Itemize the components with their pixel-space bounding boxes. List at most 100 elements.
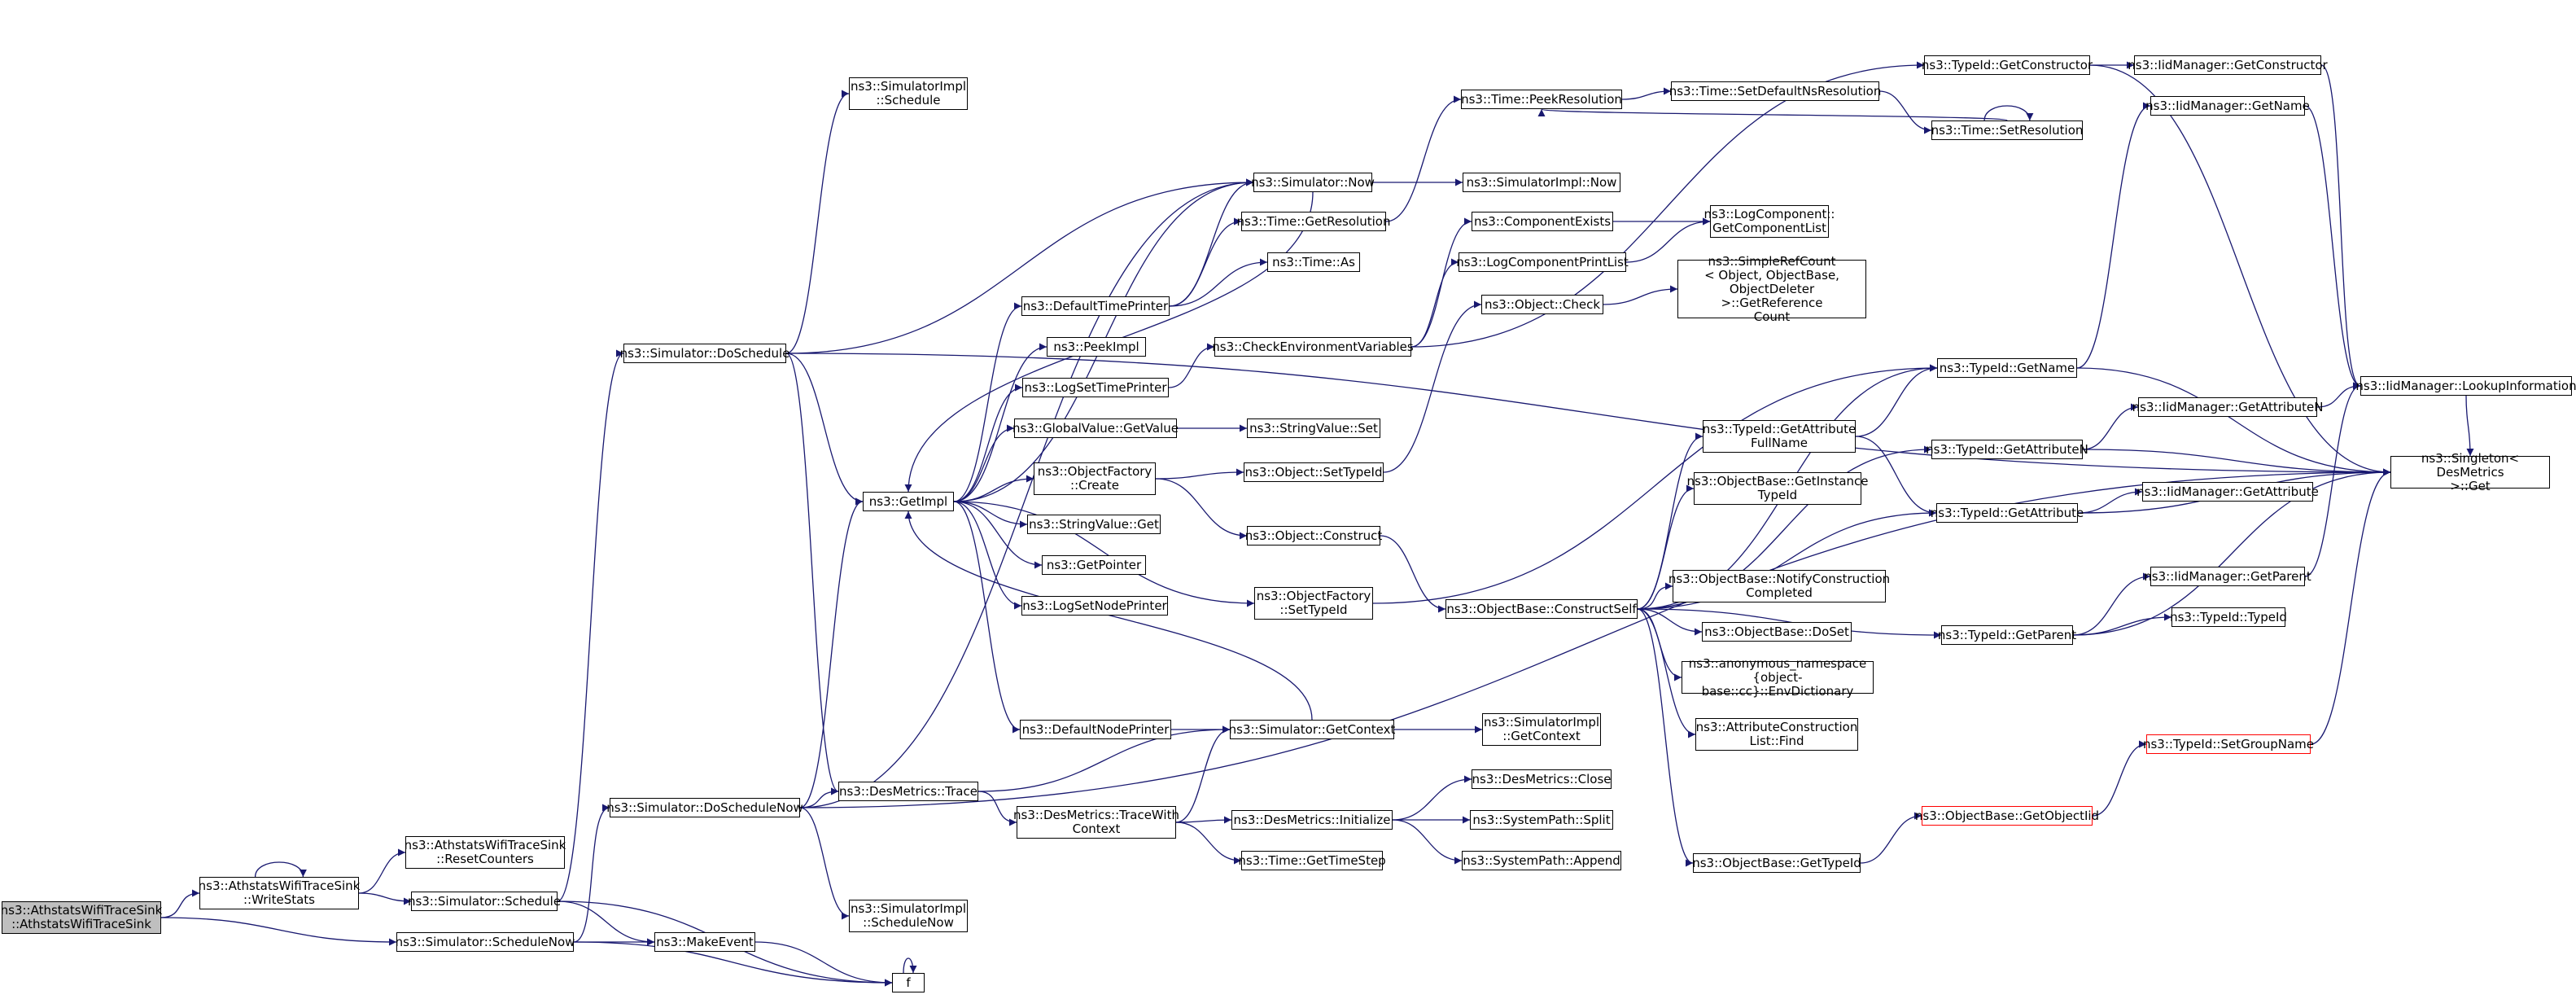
call-edge — [2089, 64, 2391, 476]
node-impl-schedule-now[interactable]: ns3::SimulatorImpl ::ScheduleNow — [849, 900, 968, 932]
node-object-set-type-id[interactable]: ns3::Object::SetTypeId — [1244, 462, 1384, 482]
call-edge — [1603, 285, 1678, 305]
call-edge — [1410, 258, 1459, 348]
node-object-factory-create[interactable]: ns3::ObjectFactory ::Create — [1034, 462, 1156, 495]
call-edge — [1637, 484, 1695, 610]
node-iid-get-parent[interactable]: ns3::IidManager::GetParent — [2144, 567, 2311, 586]
node-object-base-do-set[interactable]: ns3::ObjectBase::DoSet — [1702, 622, 1852, 642]
node-object-check[interactable]: ns3::Object::Check — [1481, 295, 1603, 314]
node-type-id-get-attribute-n[interactable]: ns3::TypeId::GetAttributeN — [1926, 440, 2088, 459]
node-component-exists[interactable]: ns3::ComponentExists — [1472, 212, 1613, 231]
node-log-component-print-list[interactable]: ns3::LogComponentPrintList — [1456, 252, 1629, 272]
call-edge — [573, 804, 610, 943]
node-trace-with-context[interactable]: ns3::DesMetrics::TraceWith Context — [1013, 806, 1179, 839]
node-log-set-time-printer[interactable]: ns3::LogSetTimePrinter — [1022, 378, 1169, 397]
node-notify-construction-completed[interactable]: ns3::ObjectBase::NotifyConstruction Comp… — [1668, 570, 1890, 602]
call-edge — [2316, 382, 2361, 408]
node-construct-self[interactable]: ns3::ObjectBase::ConstructSelf — [1445, 599, 1638, 619]
node-check-environment-variables[interactable]: ns3::CheckEnvironmentVariables — [1212, 337, 1414, 357]
node-get-pointer[interactable]: ns3::GetPointer — [1042, 555, 1146, 575]
call-edge — [799, 178, 1254, 808]
node-iid-get-name[interactable]: ns3::IidManager::GetName — [2145, 96, 2310, 116]
node-impl-schedule[interactable]: ns3::SimulatorImpl ::Schedule — [849, 77, 968, 110]
node-object-base-get-type-id[interactable]: ns3::ObjectBase::GetTypeId — [1692, 853, 1861, 873]
node-get-object-iid[interactable]: ns3::ObjectBase::GetObjectIid — [1915, 806, 2099, 826]
node-string-value-get[interactable]: ns3::StringValue::Get — [1027, 515, 1161, 534]
call-edge — [953, 424, 1015, 502]
call-edge — [953, 383, 1023, 502]
node-set-default-ns-resolution[interactable]: ns3::Time::SetDefaultNsResolution — [1669, 81, 1881, 101]
call-edge — [2082, 403, 2139, 450]
node-type-id-get-constructor[interactable]: ns3::TypeId::GetConstructor — [1922, 55, 2093, 75]
call-edge — [1855, 436, 1937, 517]
call-edge — [785, 353, 864, 506]
node-get-time-step[interactable]: ns3::Time::GetTimeStep — [1238, 851, 1386, 870]
node-desmetrics-close[interactable]: ns3::DesMetrics::Close — [1472, 769, 1612, 789]
node-do-schedule-now[interactable]: ns3::Simulator::DoScheduleNow — [606, 798, 803, 817]
node-system-path-append[interactable]: ns3::SystemPath::Append — [1462, 851, 1621, 870]
node-write-stats[interactable]: ns3::AthstatsWifiTraceSink ::WriteStats — [199, 877, 360, 909]
node-system-path-split[interactable]: ns3::SystemPath::Split — [1470, 810, 1613, 830]
node-f[interactable]: f — [892, 973, 925, 992]
call-edge — [2320, 64, 2361, 390]
node-iid-get-constructor[interactable]: ns3::IidManager::GetConstructor — [2128, 55, 2328, 75]
node-get-impl[interactable]: ns3::GetImpl — [863, 492, 954, 511]
call-edge — [2072, 572, 2151, 636]
call-edge — [1175, 725, 1231, 823]
call-edge — [1175, 822, 1242, 865]
node-lookup-information[interactable]: ns3::IidManager::LookupInformation — [2355, 376, 2576, 396]
call-edge — [799, 787, 839, 808]
node-type-id-get-name[interactable]: ns3::TypeId::GetName — [1937, 358, 2077, 378]
node-global-value-get-value[interactable]: ns3::GlobalValue::GetValue — [1012, 418, 1179, 438]
node-get-component-list[interactable]: ns3::LogComponent:: GetComponentList — [1704, 205, 1835, 238]
node-impl-now[interactable]: ns3::SimulatorImpl::Now — [1463, 173, 1620, 192]
node-get-instance-type-id[interactable]: ns3::ObjectBase::GetInstance TypeId — [1687, 472, 1869, 505]
node-simple-ref-count[interactable]: ns3::SimpleRefCount < Object, ObjectBase… — [1677, 254, 1866, 323]
node-type-id-type-id[interactable]: ns3::TypeId::TypeId — [2170, 607, 2287, 627]
call-edge — [160, 889, 200, 918]
node-object-construct[interactable]: ns3::Object::Construct — [1245, 526, 1382, 546]
node-set-resolution[interactable]: ns3::Time::SetResolution — [1931, 120, 2083, 140]
node-log-set-node-printer[interactable]: ns3::LogSetNodePrinter — [1021, 596, 1168, 616]
node-get-attribute-full-name[interactable]: ns3::TypeId::GetAttribute FullName — [1703, 420, 1856, 453]
call-edge — [1855, 364, 1938, 437]
call-edge — [1392, 775, 1472, 821]
node-iid-get-attribute[interactable]: ns3::IidManager::GetAttribute — [2136, 482, 2319, 502]
call-edge — [1538, 108, 2008, 121]
node-iid-get-attribute-n[interactable]: ns3::IidManager::GetAttributeN — [2132, 397, 2323, 417]
node-simulator-now[interactable]: ns3::Simulator::Now — [1251, 173, 1375, 192]
node-reset-counters[interactable]: ns3::AthstatsWifiTraceSink ::ResetCounte… — [405, 836, 566, 869]
node-time-as[interactable]: ns3::Time::As — [1267, 252, 1360, 272]
node-make-event[interactable]: ns3::MakeEvent — [654, 932, 755, 952]
node-peek-resolution[interactable]: ns3::Time::PeekResolution — [1461, 90, 1622, 109]
call-edge — [953, 501, 1255, 607]
node-attribute-construction-list-find[interactable]: ns3::AttributeConstruction List::Find — [1695, 718, 1858, 751]
node-type-id-get-parent[interactable]: ns3::TypeId::GetParent — [1938, 625, 2076, 645]
call-edge — [160, 917, 397, 946]
call-edge — [953, 501, 1028, 528]
node-do-schedule[interactable]: ns3::Simulator::DoSchedule — [620, 344, 789, 363]
node-simulator-schedule-now[interactable]: ns3::Simulator::ScheduleNow — [396, 932, 575, 952]
node-singleton-get[interactable]: ns3::Singleton< DesMetrics >::Get — [2390, 451, 2550, 493]
node-get-resolution[interactable]: ns3::Time::GetResolution — [1237, 212, 1390, 231]
node-default-node-printer[interactable]: ns3::DefaultNodePrinter — [1020, 720, 1171, 739]
call-edge — [1860, 812, 1922, 864]
node-desmetrics-trace[interactable]: ns3::DesMetrics::Trace — [838, 782, 978, 801]
node-default-time-printer[interactable]: ns3::DefaultTimePrinter — [1021, 296, 1170, 316]
node-set-group-name[interactable]: ns3::TypeId::SetGroupName — [2143, 734, 2314, 754]
node-string-value-set[interactable]: ns3::StringValue::Set — [1247, 418, 1380, 438]
node-desmetrics-initialize[interactable]: ns3::DesMetrics::Initialize — [1231, 810, 1393, 830]
node-impl-get-context[interactable]: ns3::SimulatorImpl ::GetContext — [1482, 713, 1601, 746]
node-simulator-schedule[interactable]: ns3::Simulator::Schedule — [408, 892, 561, 911]
call-edge — [1878, 90, 1932, 134]
call-edge — [785, 90, 850, 354]
node-env-dictionary[interactable]: ns3::anonymous_namespace {object-base::c… — [1682, 656, 1874, 698]
node-object-factory-set-type-id[interactable]: ns3::ObjectFactory ::SetTypeId — [1254, 587, 1373, 620]
node-peek-impl[interactable]: ns3::PeekImpl — [1047, 337, 1146, 357]
call-edge — [1175, 816, 1232, 824]
node-type-id-get-attribute[interactable]: ns3::TypeId::GetAttribute — [1931, 503, 2084, 523]
call-edge — [1380, 535, 1446, 613]
call-edge — [1625, 217, 1711, 263]
node-simulator-get-context[interactable]: ns3::Simulator::GetContext — [1229, 720, 1395, 739]
